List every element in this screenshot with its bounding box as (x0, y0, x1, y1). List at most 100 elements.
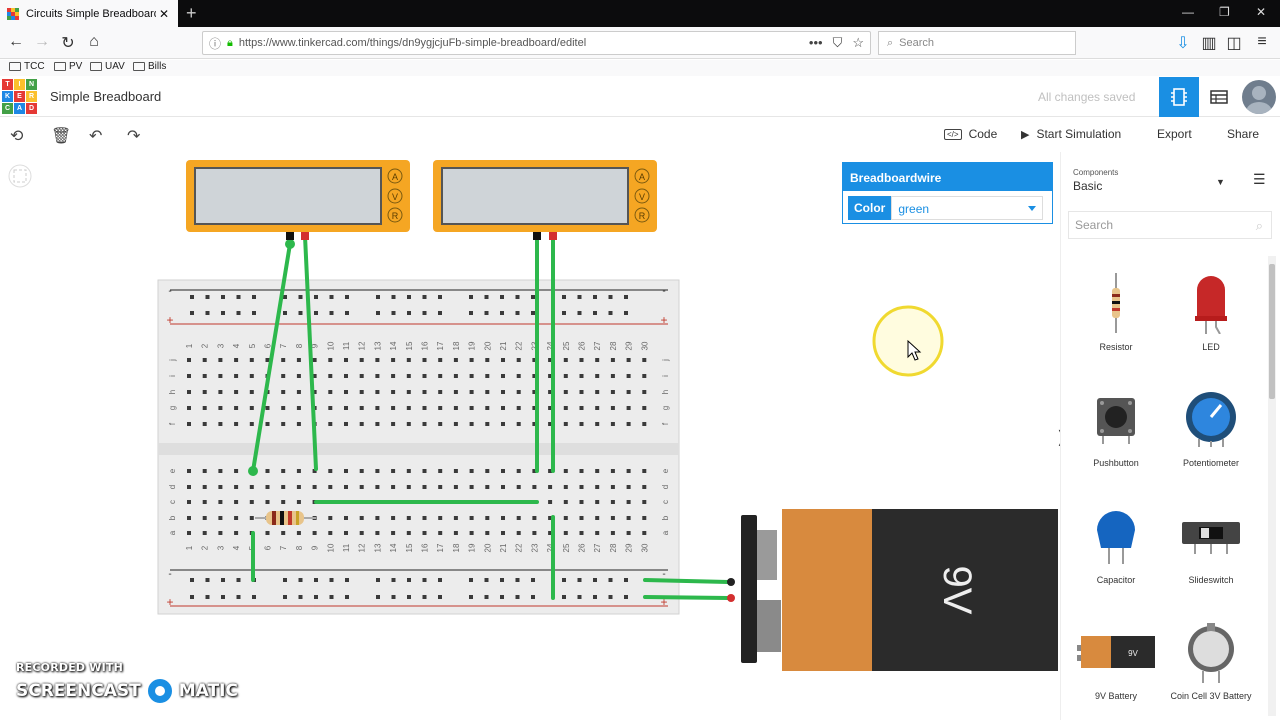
breadboard-hole[interactable] (221, 595, 225, 599)
breadboard-hole[interactable] (187, 358, 191, 362)
breadboard-hole[interactable] (344, 358, 348, 362)
breadboard-hole[interactable] (345, 578, 349, 582)
breadboard-hole[interactable] (218, 374, 223, 378)
breadboard-hole[interactable] (501, 374, 505, 378)
breadboard-hole[interactable] (469, 516, 474, 520)
breadboard-hole[interactable] (344, 516, 348, 520)
breadboard-hole[interactable] (453, 358, 458, 362)
bookmark-folder[interactable]: TCC (9, 61, 45, 72)
breadboard-hole[interactable] (328, 485, 333, 489)
breadboard-hole[interactable] (438, 531, 443, 535)
breadboard-hole[interactable] (563, 358, 568, 362)
breadboard-hole[interactable] (453, 531, 458, 535)
export-button[interactable]: Export (1157, 127, 1192, 141)
breadboard-hole[interactable] (422, 374, 427, 378)
breadboard-hole[interactable] (562, 295, 566, 299)
breadboard-hole[interactable] (516, 390, 521, 394)
breadboard-hole[interactable] (376, 578, 380, 582)
breadboard-hole[interactable] (265, 531, 270, 535)
component-coin-cell-battery[interactable]: Coin Cell 3V Battery (1166, 613, 1256, 702)
breadboard-hole[interactable] (532, 469, 537, 473)
breadboard-hole[interactable] (406, 422, 411, 426)
breadboard-hole[interactable] (281, 406, 286, 410)
breadboard-hole[interactable] (375, 485, 380, 489)
breadboard-hole[interactable] (579, 358, 584, 362)
breadboard-hole[interactable] (608, 595, 613, 599)
component-9v-battery[interactable]: 9V 9V Battery (1071, 613, 1161, 702)
reload-icon[interactable]: ↻ (61, 35, 75, 52)
breadboard-hole[interactable] (500, 595, 504, 599)
breadboard-hole[interactable] (593, 578, 597, 582)
breadboard-hole[interactable] (453, 422, 458, 426)
breadboard-hole[interactable] (359, 469, 364, 473)
breadboard-hole[interactable] (610, 374, 615, 378)
breadboard-hole[interactable] (265, 485, 270, 489)
redo-icon[interactable]: ↷ (127, 128, 141, 145)
component-led[interactable]: LED (1166, 264, 1256, 353)
breadboard-hole[interactable] (610, 531, 615, 535)
breadboard-hole[interactable] (485, 422, 490, 426)
breadboard-hole[interactable] (234, 390, 239, 394)
breadboard-hole[interactable] (532, 531, 537, 535)
breadboard-hole[interactable] (187, 374, 191, 378)
breadboard-hole[interactable] (236, 311, 241, 315)
browser-tab[interactable]: Circuits Simple Breadboard | Ti ✕ (0, 0, 178, 27)
breadboard-hole[interactable] (296, 422, 301, 426)
breadboard-hole[interactable] (438, 374, 443, 378)
breadboard-hole[interactable] (296, 406, 301, 410)
breadboard-hole[interactable] (610, 406, 615, 410)
breadboard-hole[interactable] (359, 516, 364, 520)
breadboard-hole[interactable] (516, 485, 521, 489)
breadboard-hole[interactable] (221, 295, 225, 299)
breadboard-hole[interactable] (532, 374, 537, 378)
breadboard-hole[interactable] (391, 531, 396, 535)
breadboard-hole[interactable] (563, 422, 568, 426)
breadboard-hole[interactable] (501, 516, 505, 520)
breadboard-hole[interactable] (469, 595, 473, 599)
breadboard-hole[interactable] (453, 516, 458, 520)
breadboard-hole[interactable] (234, 500, 239, 504)
breadboard-hole[interactable] (422, 485, 427, 489)
breadboard-hole[interactable] (469, 485, 474, 489)
component-capacitor[interactable]: Capacitor (1071, 497, 1161, 586)
breadboard-hole[interactable] (469, 374, 474, 378)
breadboard-hole[interactable] (265, 358, 270, 362)
breadboard-hole[interactable] (626, 485, 631, 489)
breadboard-hole[interactable] (548, 374, 553, 378)
breadboard-hole[interactable] (438, 390, 443, 394)
breadboard-hole[interactable] (298, 311, 303, 315)
wire-endpoint[interactable] (285, 239, 295, 249)
breadboard-hole[interactable] (422, 531, 427, 535)
breadboard-hole[interactable] (234, 469, 239, 473)
breadboard-hole[interactable] (221, 311, 225, 315)
breadboard-hole[interactable] (642, 390, 647, 394)
breadboard-hole[interactable] (296, 500, 301, 504)
breadboard-hole[interactable] (190, 595, 194, 599)
breadboard-hole[interactable] (548, 500, 553, 504)
breadboard-hole[interactable] (249, 500, 254, 504)
breadboard-hole[interactable] (375, 516, 380, 520)
breadboard-hole[interactable] (469, 578, 473, 582)
sidebar-icon[interactable]: ◫ (1226, 35, 1242, 52)
breadboard-hole[interactable] (610, 500, 615, 504)
breadboard-hole[interactable] (595, 469, 600, 473)
breadboard-hole[interactable] (359, 374, 364, 378)
breadboard-hole[interactable] (296, 358, 301, 362)
breadboard-hole[interactable] (577, 578, 582, 582)
breadboard-hole[interactable] (563, 531, 568, 535)
breadboard-hole[interactable] (422, 578, 427, 582)
scrollbar-thumb[interactable] (1269, 264, 1275, 399)
breadboard-hole[interactable] (610, 422, 615, 426)
breadboard-hole[interactable] (221, 578, 225, 582)
breadboard-hole[interactable] (595, 516, 600, 520)
breadboard-hole[interactable] (249, 390, 254, 394)
breadboard-hole[interactable] (485, 406, 490, 410)
breadboard-hole[interactable] (359, 422, 364, 426)
breadboard-hole[interactable] (422, 595, 427, 599)
breadboard-hole[interactable] (234, 358, 239, 362)
breadboard-hole[interactable] (469, 531, 474, 535)
breadboard-hole[interactable] (202, 516, 207, 520)
breadboard-hole[interactable] (281, 531, 286, 535)
breadboard-hole[interactable] (595, 500, 600, 504)
